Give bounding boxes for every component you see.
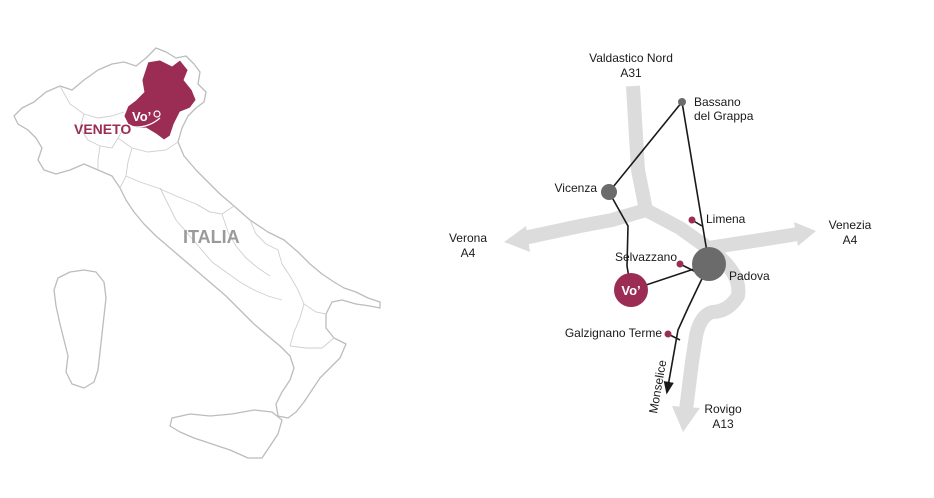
- veneto-region: [123, 59, 197, 141]
- region-borders: [59, 85, 335, 349]
- label-selvazzano: Selvazzano: [615, 250, 677, 264]
- node-vo: [614, 273, 648, 307]
- label-padova: Padova: [729, 269, 770, 283]
- veneto-vo-swoosh: [127, 117, 161, 128]
- label-venezia-line2: A4: [843, 233, 858, 247]
- node-vicenza: [601, 184, 617, 200]
- motorway-a13: [679, 242, 746, 411]
- motorway-a4-west: [522, 203, 648, 245]
- sardinia-outline: [53, 269, 107, 389]
- label-venezia-line1: Venezia: [829, 218, 872, 232]
- arrow-verona: [504, 226, 530, 252]
- label-valdastico-line1: Valdastico Nord: [589, 51, 673, 65]
- label-valdastico-line2: A31: [620, 66, 642, 80]
- italia-label: ITALIA: [183, 227, 240, 247]
- label-bassano-line2: del Grappa: [694, 109, 754, 123]
- arrow-rovigo: [672, 406, 700, 432]
- label-bassano-line1: Bassano: [694, 95, 741, 109]
- arrow-venezia: [794, 222, 816, 246]
- vo-node-label: Vo’: [621, 283, 640, 298]
- label-verona-line1: Verona: [449, 231, 487, 245]
- node-padova: [692, 247, 726, 281]
- motorway-a31: [626, 85, 653, 212]
- road-bassano-vicenza: [608, 101, 683, 193]
- label-rovigo-line2: A13: [712, 417, 734, 431]
- node-selvazzano: [676, 260, 684, 268]
- label-monselice: Monselice: [646, 359, 669, 415]
- label-galzignano: Galzignano Terme: [565, 326, 662, 340]
- vo-location-marker: [153, 110, 161, 118]
- sicily-outline: [169, 409, 283, 459]
- node-galzignano: [664, 330, 672, 338]
- node-limena: [688, 216, 696, 224]
- road-padova-monselice: [663, 263, 710, 395]
- label-limena: Limena: [706, 212, 746, 226]
- veneto-vo-mark: Vo’: [132, 109, 151, 124]
- veneto-label: VENETO: [74, 121, 131, 137]
- road-map: Vo’ Valdastico Nord A31 Verona A4 Venezi…: [449, 51, 872, 432]
- node-bassano: [678, 98, 686, 106]
- italy-map: Vo’ VENETO ITALIA: [13, 47, 381, 459]
- label-vicenza: Vicenza: [555, 181, 598, 195]
- label-rovigo-line1: Rovigo: [704, 402, 742, 416]
- road-bassano-padova: [681, 101, 710, 265]
- label-verona-line2: A4: [461, 246, 476, 260]
